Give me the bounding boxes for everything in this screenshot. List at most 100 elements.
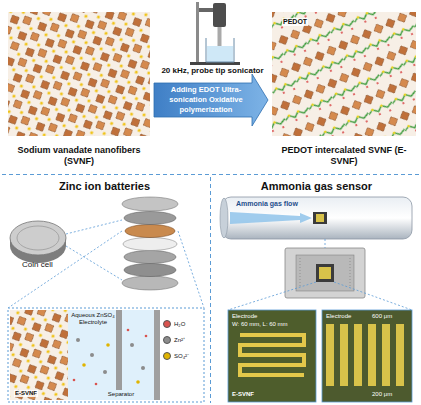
electrode-zoom-part bbox=[368, 324, 376, 386]
battery-zoom-part bbox=[106, 343, 110, 347]
sonicator-drawing-part bbox=[199, 8, 215, 12]
application-panel: Ammonia gas sensor bbox=[212, 177, 421, 405]
annotation-label: W: 60 mm, L: 60 mm bbox=[232, 321, 288, 328]
application-panel: Zinc ion batteries bbox=[0, 177, 209, 405]
electrode-zoom-part bbox=[340, 324, 348, 386]
gas-tube-drawing-part bbox=[220, 198, 228, 238]
panel-heading: Ammonia gas sensor bbox=[212, 180, 421, 193]
battery-zoom-part bbox=[103, 370, 107, 374]
electrode-zoom bbox=[228, 310, 412, 402]
coin-cell-drawing-part bbox=[17, 226, 59, 250]
annotation-label: Separator bbox=[95, 391, 147, 398]
gas-tube-drawing bbox=[220, 197, 412, 239]
exploded-cell-stack-part bbox=[122, 276, 178, 290]
exploded-cell-stack bbox=[8, 197, 204, 308]
svnf-crystal-part bbox=[8, 12, 150, 136]
legend-text: SO₄²⁻ bbox=[174, 352, 189, 360]
process-arrow bbox=[154, 74, 268, 126]
legend-entry: Zn²⁺ bbox=[163, 336, 185, 344]
esvnf-crystal bbox=[272, 12, 416, 136]
gas-tube-drawing-part bbox=[316, 214, 324, 222]
exploded-cell-stack-part bbox=[122, 197, 178, 211]
exploded-cell-stack-part bbox=[124, 251, 176, 264]
battery-zoom-part bbox=[73, 379, 76, 382]
battery-zoom-part bbox=[82, 363, 86, 367]
battery-zoom-part bbox=[154, 310, 160, 400]
battery-zoom bbox=[8, 308, 204, 402]
exploded-cell-stack-part bbox=[124, 212, 176, 225]
battery-zoom-part bbox=[145, 335, 148, 338]
battery-zoom-part bbox=[68, 310, 154, 400]
annotation-label: PEDOT bbox=[282, 18, 308, 26]
battery-zoom-part bbox=[8, 308, 204, 402]
sensor-device-part bbox=[316, 264, 334, 282]
legend-swatch bbox=[163, 352, 171, 360]
annotation-label: 20 kHz, probe tip sonicator bbox=[140, 66, 285, 75]
battery-zoom-part bbox=[95, 383, 98, 386]
gas-tube-drawing-part bbox=[313, 212, 327, 224]
gas-tube-drawing-part bbox=[230, 212, 312, 224]
annotation-label: 200 μm bbox=[372, 391, 392, 398]
exploded-cell-stack-part bbox=[123, 238, 177, 251]
sonicator-drawing-part bbox=[213, 3, 226, 27]
section-divider bbox=[2, 175, 419, 404]
sonicator-drawing bbox=[190, 2, 240, 65]
exploded-cell-stack-part bbox=[125, 225, 175, 238]
exploded-cell-stack-part bbox=[8, 231, 122, 308]
legend-swatch bbox=[163, 320, 171, 328]
arrow-label: Adding EDOT Ultra-sonication Oxidative p… bbox=[156, 85, 256, 115]
battery-zoom-part bbox=[127, 329, 130, 332]
sensor-device-part bbox=[319, 267, 331, 279]
sonicator-drawing-part bbox=[206, 38, 234, 62]
legend-entry: SO₄²⁻ bbox=[163, 352, 189, 360]
annotation-label: 600 μm bbox=[372, 313, 392, 320]
sensor-device-part bbox=[334, 282, 412, 310]
electrode-zoom-part bbox=[354, 324, 362, 386]
electrode-zoom-part bbox=[396, 324, 404, 386]
annotation-label: E-SVNF bbox=[232, 391, 254, 398]
annotation-label: Ammonia gas flow bbox=[236, 200, 298, 208]
legend-swatch bbox=[163, 336, 171, 344]
battery-zoom-part bbox=[10, 310, 68, 400]
battery-zoom-part bbox=[141, 366, 145, 370]
section-divider-part bbox=[2, 174, 419, 175]
exploded-cell-stack-part bbox=[178, 231, 204, 308]
annotation-label: Aqueous ZnSO₄ Electrolyte bbox=[70, 312, 116, 326]
battery-zoom-part bbox=[136, 380, 140, 384]
sensor-device-part bbox=[285, 248, 365, 298]
legend-entry: H₂O bbox=[163, 320, 185, 328]
sensor-device-part bbox=[300, 258, 301, 288]
exploded-cell-stack-part bbox=[124, 264, 176, 277]
sensor-device-part bbox=[350, 258, 351, 288]
battery-zoom-part bbox=[116, 310, 122, 390]
coin-cell-drawing-part bbox=[10, 221, 66, 255]
electrode-zoom-part bbox=[382, 324, 390, 386]
battery-zoom-part bbox=[90, 353, 94, 357]
electrode-zoom-part bbox=[326, 324, 334, 386]
battery-zoom-part bbox=[130, 343, 134, 347]
annotation-label: E-SVNF bbox=[14, 390, 38, 397]
gas-tube-drawing-part bbox=[222, 197, 412, 239]
sensor-device bbox=[228, 239, 412, 310]
material-caption: Sodium vanadate nanofibers (SVNF) bbox=[4, 145, 154, 166]
material-box: PEDOT intercalated SVNF (E-SVNF) bbox=[268, 8, 420, 168]
electrode-zoom-part bbox=[240, 335, 304, 375]
material-caption: PEDOT intercalated SVNF (E-SVNF) bbox=[268, 145, 420, 166]
svnf-crystal bbox=[8, 12, 150, 136]
sensor-device-part bbox=[325, 239, 326, 248]
annotation-label: Electrode bbox=[232, 313, 257, 320]
sonicator-drawing-part bbox=[207, 46, 233, 62]
esvnf-crystal-part bbox=[272, 12, 416, 136]
legend-text: Zn²⁺ bbox=[174, 336, 185, 344]
coin-cell-drawing bbox=[10, 221, 66, 263]
electrode-zoom-part bbox=[228, 310, 316, 402]
electrode-zoom-part bbox=[322, 310, 412, 402]
exploded-cell-stack-part bbox=[66, 220, 122, 234]
legend-text: H₂O bbox=[174, 321, 185, 327]
section-divider-part bbox=[210, 177, 211, 403]
sensor-device-part bbox=[296, 255, 354, 291]
material-box: Sodium vanadate nanofibers (SVNF) bbox=[4, 8, 154, 168]
